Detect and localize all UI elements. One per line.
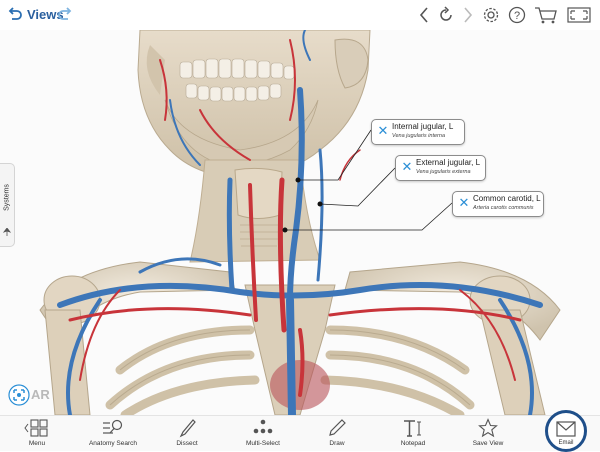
- callout-latin: Vena jugularis interna: [392, 133, 445, 139]
- views-label[interactable]: Views: [27, 7, 64, 22]
- systems-label: Systems: [3, 184, 11, 211]
- settings-icon[interactable]: [481, 5, 501, 25]
- anatomy-model: [39, 30, 561, 415]
- star-icon: [478, 418, 498, 438]
- dissect-label: Dissect: [176, 440, 198, 447]
- multi-select-icon: [253, 419, 273, 434]
- save-view-label: Save View: [472, 440, 504, 447]
- scalpel-icon: [179, 419, 196, 438]
- systems-tab[interactable]: Systems: [0, 163, 15, 247]
- envelope-icon: [556, 421, 576, 437]
- redo-icon[interactable]: [56, 5, 74, 25]
- close-icon[interactable]: ✕: [458, 195, 470, 210]
- callout-external-jugular[interactable]: ✕ External jugular, L Vena jugularis ext…: [395, 155, 486, 181]
- reset-icon[interactable]: [436, 5, 456, 25]
- pencil-icon: [329, 419, 346, 436]
- menu-button[interactable]: Menu: [2, 416, 72, 451]
- dissect-button[interactable]: Dissect: [152, 416, 222, 451]
- callout-common-carotid[interactable]: ✕ Common carotid, L Arteria carotis comm…: [452, 191, 544, 217]
- fullscreen-icon[interactable]: [566, 5, 592, 25]
- undo-icon[interactable]: [6, 5, 24, 25]
- email-button[interactable]: Email: [545, 410, 587, 452]
- cart-icon[interactable]: [533, 5, 559, 25]
- notepad-label: Notepad: [400, 440, 426, 447]
- callout-latin: Vena jugularis externa: [416, 169, 471, 175]
- callout-internal-jugular[interactable]: ✕ Internal jugular, L Vena jugularis int…: [371, 119, 465, 145]
- svg-text:?: ?: [514, 10, 520, 22]
- callout-label: External jugular, L: [416, 158, 481, 167]
- pin-icon: [3, 228, 11, 236]
- callout-label: Internal jugular, L: [392, 122, 454, 131]
- ar-icon: [8, 384, 30, 406]
- top-toolbar: Views ?: [0, 0, 600, 30]
- close-icon[interactable]: ✕: [401, 159, 413, 174]
- close-icon[interactable]: ✕: [377, 123, 389, 138]
- anatomy-viewport[interactable]: [0, 30, 600, 415]
- anatomy-search-label: Anatomy Search: [88, 440, 138, 447]
- text-icon: [404, 420, 421, 437]
- bottom-toolbar: Menu Anatomy Search Dissect Multi-Select…: [0, 415, 600, 451]
- menu-grid-icon: [24, 419, 48, 437]
- email-label: Email: [558, 440, 574, 446]
- draw-button[interactable]: Draw: [302, 416, 372, 451]
- multi-select-label: Multi-Select: [246, 440, 280, 447]
- menu-label: Menu: [28, 440, 46, 447]
- help-icon[interactable]: ?: [507, 5, 527, 25]
- ar-button[interactable]: [8, 384, 30, 406]
- ar-label: AR: [31, 387, 50, 402]
- callout-latin: Arteria carotis communis: [473, 205, 534, 211]
- multi-select-button[interactable]: Multi-Select: [228, 416, 298, 451]
- forward-icon[interactable]: [460, 5, 476, 25]
- callout-label: Common carotid, L: [473, 194, 541, 203]
- notepad-button[interactable]: Notepad: [378, 416, 448, 451]
- anatomy-search-icon: [103, 419, 123, 434]
- back-icon[interactable]: [416, 5, 432, 25]
- save-view-button[interactable]: Save View: [453, 416, 523, 451]
- anatomy-search-button[interactable]: Anatomy Search: [78, 416, 148, 451]
- draw-label: Draw: [329, 440, 345, 447]
